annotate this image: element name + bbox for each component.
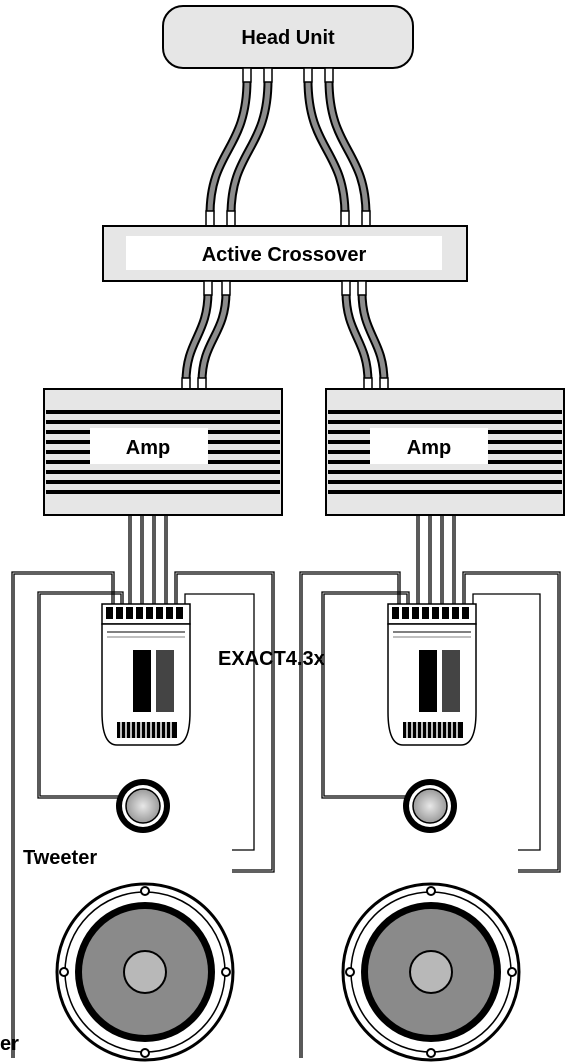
crossover-label: Active Crossover — [202, 244, 367, 266]
head-unit-label: Head Unit — [241, 27, 335, 49]
active-crossover: Active Crossover — [102, 225, 468, 282]
exact-module-right — [387, 603, 477, 746]
exact-module-left — [101, 603, 191, 746]
tweeter-label: Tweeter — [23, 847, 97, 869]
woofer-right — [341, 882, 521, 1062]
amp-left: Amp — [43, 388, 283, 516]
cable-head-to-crossover — [205, 75, 371, 220]
cable-crossover-to-amps — [181, 287, 389, 387]
head-unit: Head Unit — [162, 5, 414, 69]
tweeter-left — [116, 779, 170, 833]
amp-right-label: Amp — [407, 437, 451, 459]
woofer-label-partial: er — [0, 1033, 19, 1055]
tweeter-right — [403, 779, 457, 833]
woofer-left — [55, 882, 235, 1062]
rca-plugs-xover — [181, 280, 389, 391]
amp-right: Amp — [325, 388, 565, 516]
amp-left-label: Amp — [126, 437, 170, 459]
speaker-wires-right — [299, 515, 561, 1058]
speaker-wires-left — [11, 515, 275, 1058]
module-label: EXACT4.3x — [218, 648, 325, 670]
